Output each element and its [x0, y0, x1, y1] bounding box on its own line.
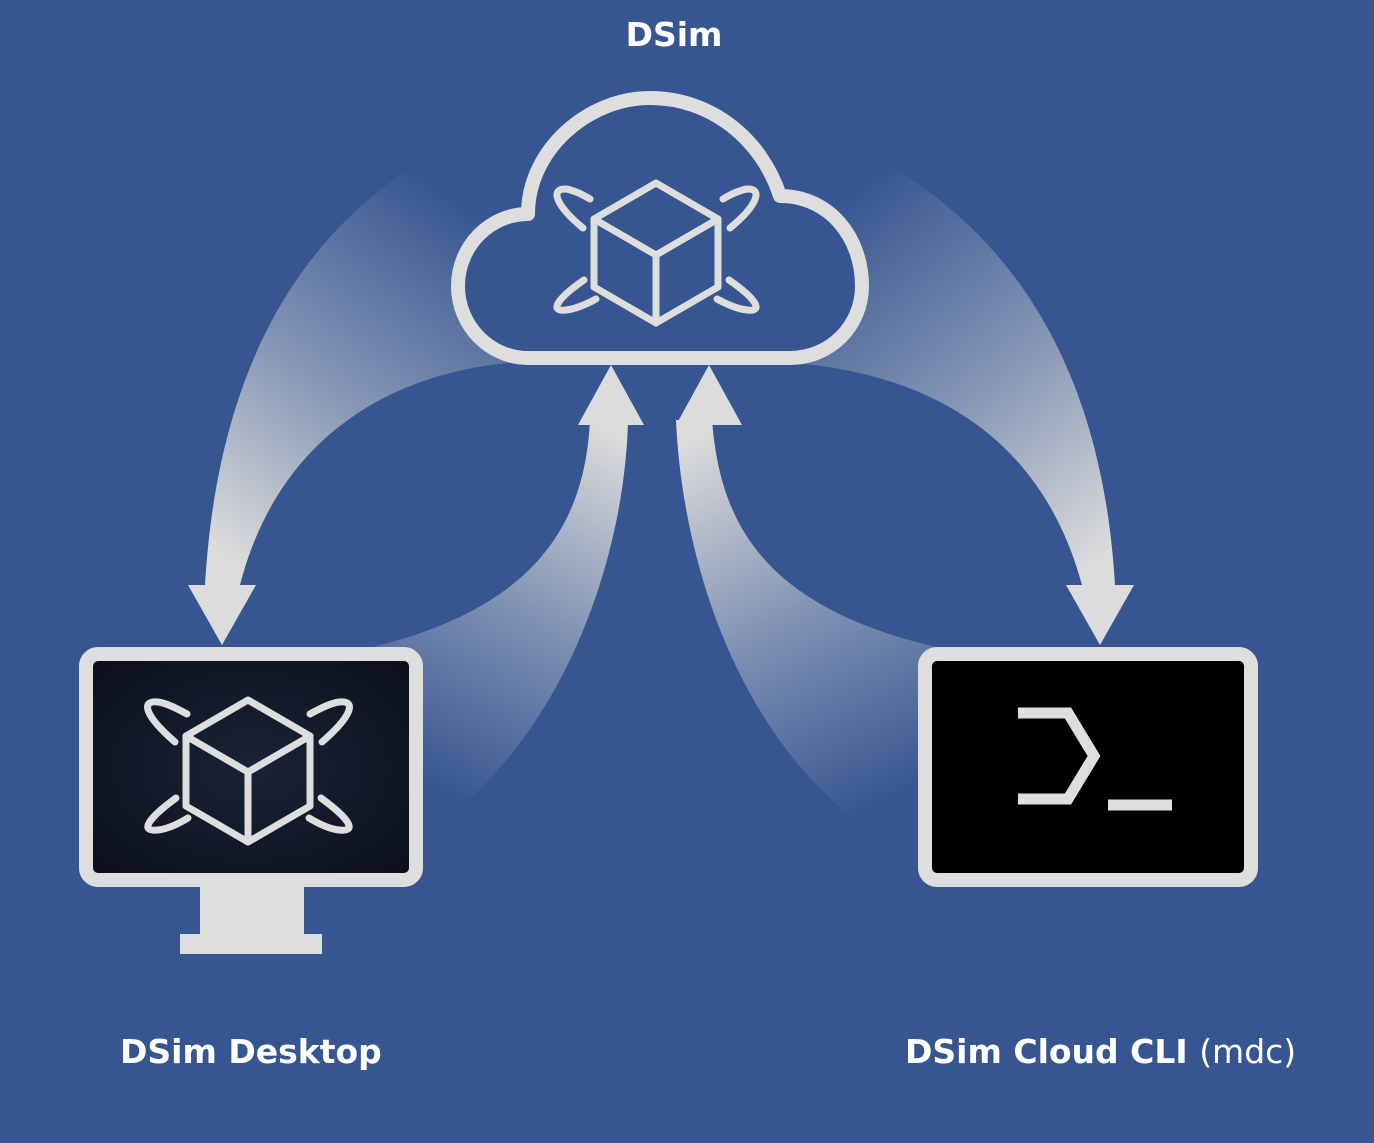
- cli-label-name: DSim Cloud CLI: [905, 1032, 1188, 1071]
- arrow-down-cli: [1066, 585, 1134, 645]
- flow-desktop-to-cloud: [360, 420, 628, 850]
- cube-orbit-icon: [553, 179, 760, 327]
- flow-cloud-to-desktop: [205, 135, 520, 585]
- arrow-up-from-cli: [676, 365, 742, 425]
- desktop-label: DSim Desktop: [120, 1032, 382, 1071]
- arrow-up-from-desktop: [578, 365, 644, 425]
- desktop-cube-orbit-icon: [144, 696, 353, 846]
- terminal-prompt-icon: [1018, 707, 1172, 811]
- cli-label-suffix: (mdc): [1199, 1032, 1297, 1071]
- cli-label: DSim Cloud CLI (mdc): [905, 1035, 1296, 1068]
- cloud-title: DSim: [625, 15, 723, 54]
- flow-cloud-to-cli: [780, 135, 1115, 585]
- flow-cli-to-cloud: [676, 420, 950, 850]
- cloud-outline: [451, 91, 869, 365]
- arrow-down-desktop: [188, 585, 256, 645]
